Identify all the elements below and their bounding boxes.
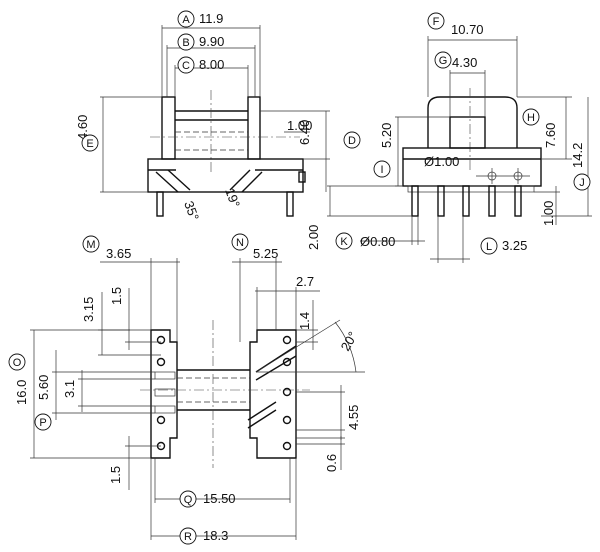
bubble-c: C (177, 56, 195, 74)
bubble-r: R (179, 527, 197, 545)
dim-value-1-00-side: 1.00 (541, 201, 556, 226)
dim-value-h: 7.60 (543, 123, 558, 148)
bubble-q: Q (179, 490, 197, 508)
svg-text:B: B (182, 37, 189, 49)
bubble-h: H (522, 108, 540, 126)
svg-text:H: H (527, 112, 535, 124)
dim-value-n: 5.25 (253, 246, 278, 261)
bubble-a: A (177, 10, 195, 28)
dim-value-o: 16.0 (14, 380, 29, 405)
dim-value-k: Ø0.80 (360, 234, 395, 249)
dim-value-g: 4.30 (452, 55, 477, 70)
bubble-j: J (573, 173, 591, 191)
svg-text:L: L (486, 241, 492, 253)
dim-value-1-5-top: 1.5 (109, 287, 124, 305)
svg-text:F: F (433, 16, 440, 28)
front-view (100, 25, 330, 217)
dim-value-2-7: 2.7 (296, 274, 314, 289)
svg-text:O: O (13, 357, 22, 369)
bubble-n: N (231, 233, 249, 251)
svg-text:N: N (236, 237, 244, 249)
bubble-k: K (335, 232, 353, 250)
svg-text:M: M (86, 239, 95, 251)
bubble-d: D (343, 131, 361, 149)
svg-text:A: A (182, 14, 190, 26)
dim-value-i: 5.20 (379, 123, 394, 148)
bubble-p: P (34, 413, 52, 431)
svg-text:D: D (348, 135, 356, 147)
svg-text:I: I (380, 164, 383, 176)
dim-value-m: 3.65 (106, 246, 131, 261)
bubble-e: E (81, 134, 99, 152)
svg-text:K: K (340, 236, 348, 248)
svg-text:E: E (86, 138, 93, 150)
dim-value-e: 4.60 (75, 115, 90, 140)
bubble-l: L (480, 237, 498, 255)
side-view (327, 36, 592, 263)
bubble-b: B (177, 33, 195, 51)
dim-value-c: 8.00 (199, 57, 224, 72)
bubble-m: M (82, 235, 100, 253)
dim-value-r: 18.3 (203, 528, 228, 543)
angle-20: 20° (338, 329, 361, 354)
angle-35: 35° (181, 199, 202, 223)
svg-text:R: R (184, 531, 192, 543)
svg-text:J: J (579, 177, 585, 189)
dim-value-l: 3.25 (502, 238, 527, 253)
dim-value-j: 14.2 (570, 143, 585, 168)
dim-value-0-6: 0.6 (324, 454, 339, 472)
dim-value-1-4: 1.4 (297, 312, 312, 330)
dim-value-b: 9.90 (199, 34, 224, 49)
dim-value-a: 11.9 (199, 11, 223, 26)
dim-value-3-15: 3.15 (81, 297, 96, 322)
dim-value-1-00-front: 1.00 (287, 118, 312, 133)
hole-diameter: Ø1.00 (424, 154, 459, 169)
dim-value-q: 15.50 (203, 491, 236, 506)
bottom-view (30, 258, 365, 540)
dim-value-1-5-bottom: 1.5 (108, 466, 123, 484)
bubble-i: I (373, 160, 391, 178)
dim-value-2-00: 2.00 (306, 225, 321, 250)
dim-value-f: 10.70 (451, 22, 484, 37)
bubble-g: G (434, 51, 452, 69)
svg-text:P: P (39, 417, 46, 429)
dim-value-3-1: 3.1 (62, 380, 77, 398)
angle-19: 19° (222, 186, 243, 210)
dim-value-p: 5.60 (36, 375, 51, 400)
bubble-f: F (427, 12, 445, 30)
bubble-o: O (8, 353, 26, 371)
dim-value-4-55: 4.55 (346, 405, 361, 430)
dim-value-d: 6.40 (297, 120, 312, 145)
svg-text:C: C (182, 60, 190, 72)
svg-text:G: G (439, 55, 448, 67)
svg-text:Q: Q (184, 494, 193, 506)
